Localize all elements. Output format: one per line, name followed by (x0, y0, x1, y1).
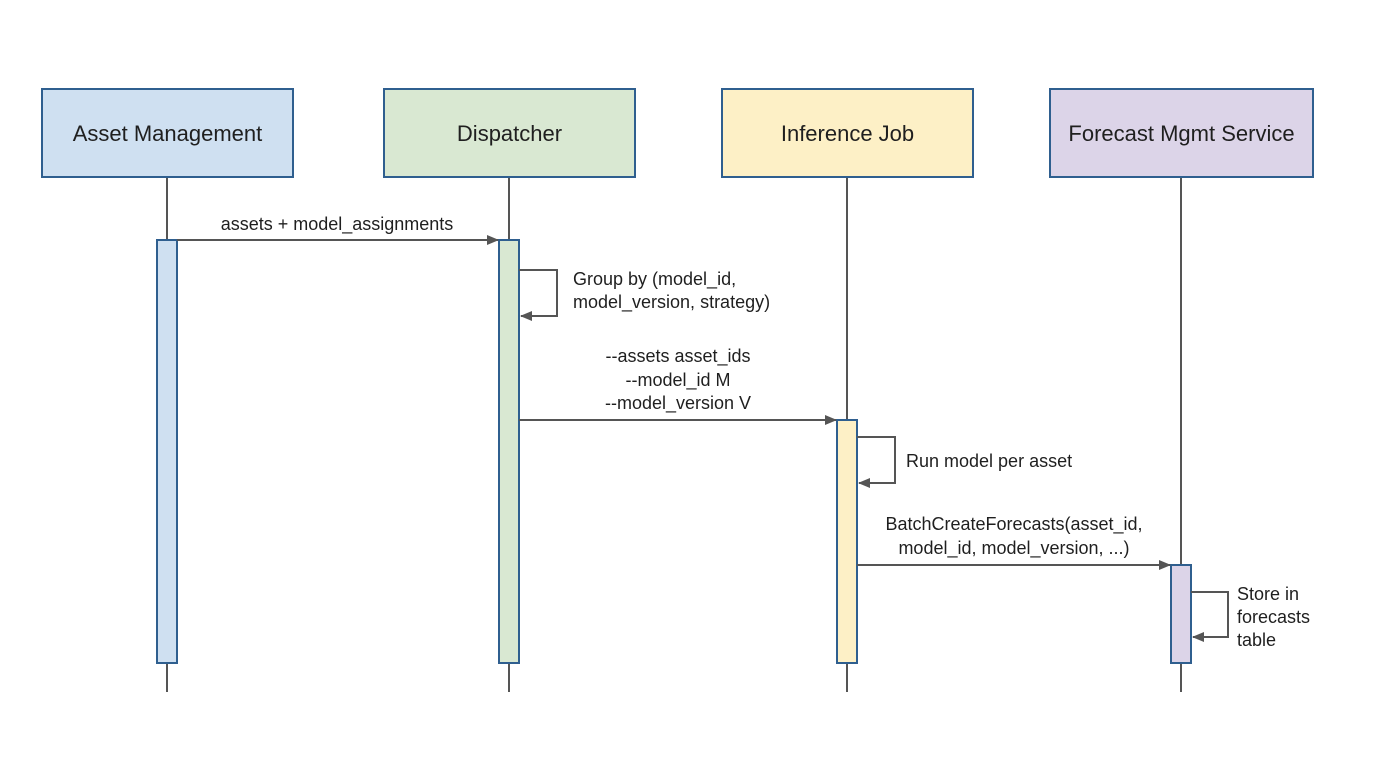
participant-label: Inference Job (781, 121, 914, 146)
participant-box (383, 88, 636, 178)
participant-label: Dispatcher (457, 121, 562, 146)
message-label: BatchCreateForecasts(asset_id, (885, 514, 1142, 535)
message-label: model_version, strategy) (573, 292, 770, 313)
participant-box (41, 88, 294, 178)
message-label: --model_version V (605, 393, 751, 414)
participant-box (1049, 88, 1314, 178)
message-label: --assets asset_ids (605, 346, 750, 367)
message-assets-assignments: assets + model_assignments (177, 214, 499, 245)
message-label: Run model per asset (906, 451, 1072, 471)
message-batch-create: BatchCreateForecasts(asset_id, model_id,… (857, 514, 1171, 570)
participant-forecast-mgmt: Forecast Mgmt Service (1049, 88, 1314, 178)
participant-asset-management: Asset Management (41, 88, 294, 178)
message-label: Store in (1237, 584, 1299, 604)
message-label: model_id, model_version, ...) (898, 538, 1129, 559)
self-message-store: Store in forecasts table (1191, 584, 1310, 650)
participant-dispatcher: Dispatcher (383, 88, 636, 178)
activation-bar-asset-management (156, 239, 178, 664)
message-label: --model_id M (625, 370, 730, 391)
participant-label: Asset Management (73, 121, 263, 146)
activation-bar-dispatcher (498, 239, 520, 664)
message-label: forecasts (1237, 607, 1310, 627)
participant-label: Forecast Mgmt Service (1068, 121, 1294, 146)
message-label: table (1237, 630, 1276, 650)
message-label: assets + model_assignments (221, 214, 454, 235)
self-message-arrow (1191, 591, 1229, 642)
participant-inference-job: Inference Job (721, 88, 974, 178)
activation-bar-inference-job (836, 419, 858, 664)
participant-box (721, 88, 974, 178)
message-cli-args: --assets asset_ids --model_id M --model_… (519, 346, 837, 425)
activation-bar-forecast-mgmt (1170, 564, 1192, 664)
self-message-run-model: Run model per asset (857, 436, 1072, 488)
self-message-arrow (857, 436, 896, 488)
message-label: Group by (model_id, (573, 269, 736, 290)
self-message-group-by: Group by (model_id, model_version, strat… (519, 269, 770, 321)
self-message-arrow (519, 269, 558, 321)
